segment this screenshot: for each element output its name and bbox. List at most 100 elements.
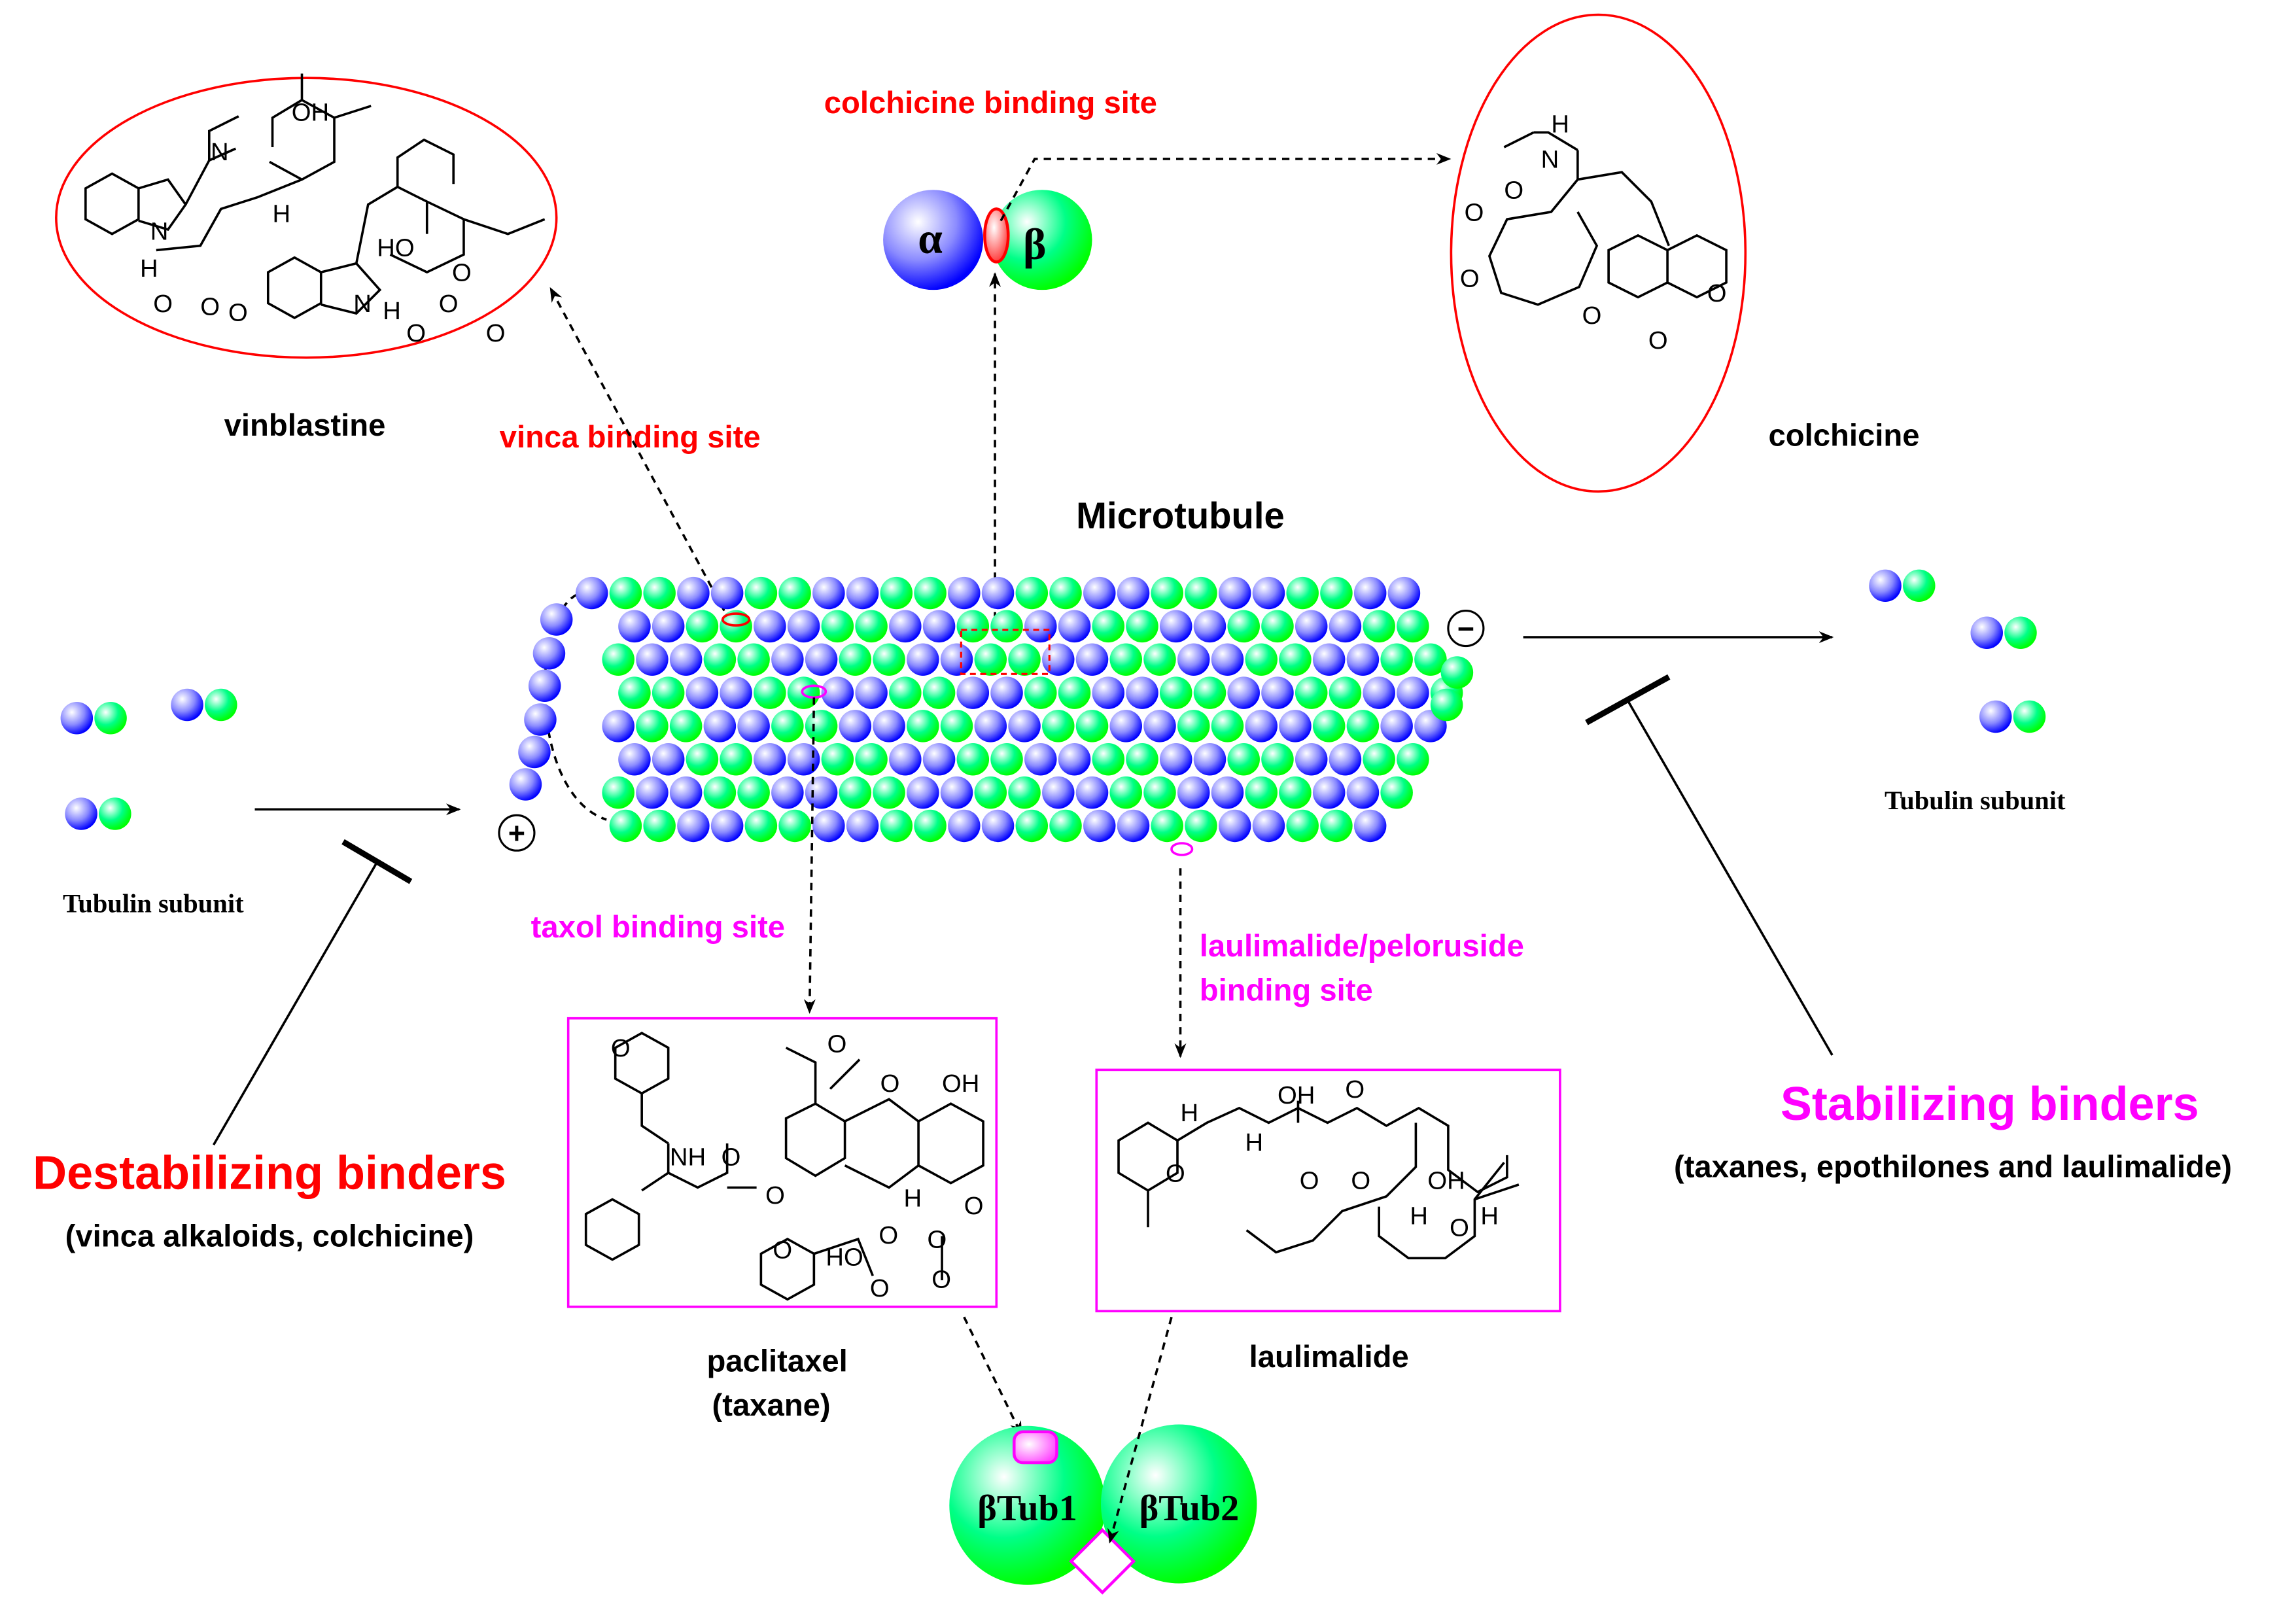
atom-label: O [773,1236,792,1264]
alpha-tubulin-bead [1346,776,1380,809]
alpha-tubulin-bead [990,676,1023,709]
atom-label: H [1245,1128,1263,1157]
laulimalide-pocket-marker [1069,1527,1136,1595]
atom-label: O [1166,1159,1185,1187]
alpha-tubulin-bead [1312,776,1346,809]
atom-label: O [928,1226,947,1254]
atom-label: O [153,290,173,318]
alpha-tubulin-bead [1397,676,1429,709]
alpha-tubulin-bead [1024,610,1057,643]
atom-label: O [439,290,459,318]
atom-label: O [200,292,220,321]
destabilizer-inhibition-icon [212,839,413,1146]
alpha-tubulin-bead [737,710,770,742]
alpha-tubulin-bead [873,710,905,742]
beta-tubulin-bead [805,710,838,742]
stabilizer-inhibition-icon [1585,674,1834,1056]
beta-tubulin-subunit [2013,700,2046,733]
beta-tubulin-bead [1430,688,1463,722]
atom-label: NH [670,1143,706,1172]
taxol-pocket-marker [1013,1430,1058,1465]
beta-tubulin-bead [778,809,811,843]
alpha-tubulin-bead [1329,743,1362,776]
alpha-tubulin-bead [618,743,651,776]
atom-label: H [1180,1099,1198,1127]
beta-tubulin-bead [1286,809,1319,843]
alpha-tubulin-bead [981,809,1015,843]
beta-tubulin-bead [889,676,922,709]
beta-tubulin-bead [609,809,642,843]
atom-label: O [827,1030,847,1058]
alpha-tubulin-subunit [65,797,97,830]
alpha-tubulin-bead [839,710,872,742]
alpha-tubulin-bead [981,576,1015,610]
alpha-tubulin-bead [720,676,752,709]
alpha-beta-tubulin-dimer: α β [883,190,1092,290]
beta-tubulin-bead [686,743,719,776]
alpha-tubulin-bead [754,743,786,776]
beta-tubulin-bead [1159,676,1192,709]
alpha-tubulin-bead [1126,676,1158,709]
alpha-tubulin-bead [1363,676,1395,709]
alpha-tubulin-bead [1211,643,1244,676]
atom-label: O [1707,279,1727,307]
alpha-tubulin-bead [1261,676,1294,709]
atom-label: H [1480,1202,1499,1230]
beta-tubulin-bead [1440,656,1474,689]
alpha-tubulin-bead [821,676,854,709]
alpha-tubulin-bead [1387,576,1421,610]
destabilizing-binders-subtitle: (vinca alkaloids, colchicine) [65,1219,474,1253]
beta-tubulin-bead [990,743,1023,776]
atom-label: O [1504,177,1523,205]
alpha-tubulin-bead [1058,743,1091,776]
beta-tubulin-bead [1049,576,1082,610]
beta-tubulin-bead [922,676,956,709]
microtubule-lattice [509,576,1474,843]
taxane-label: (taxane) [712,1388,831,1423]
alpha-tubulin-bead [575,576,608,610]
beta-tubulin-bead [609,576,642,610]
alpha-tubulin-bead [652,610,685,643]
alpha-tubulin-bead [1024,743,1057,776]
atom-label: O [228,298,248,326]
alpha-tubulin-bead [1143,710,1176,742]
beta-tubulin-sphere [992,190,1092,290]
alpha-tubulin-bead [1083,809,1116,843]
alpha-tubulin-bead [812,576,845,610]
alpha-tubulin-bead [1159,743,1192,776]
alpha-tubulin-bead [1380,710,1413,742]
atom-label: O [880,1070,900,1098]
btub2-sphere [1101,1424,1257,1584]
alpha-tubulin-bead [1329,610,1362,643]
laulimalide-box [1095,1068,1561,1313]
beta-tubulin-bead [744,809,778,843]
beta-tubulin-bead [940,710,973,742]
beta-tubulin-bead [1015,576,1049,610]
alpha-tubulin-bead [618,610,651,643]
beta-tubulin-bead [1329,676,1362,709]
alpha-tubulin-sphere [883,190,984,290]
atom-label: H [140,254,158,283]
atom-label: H [383,297,401,325]
alpha-tubulin-bead [1042,643,1075,676]
beta-tubulin-bead [1126,743,1158,776]
vinblastine-label: vinblastine [224,408,386,443]
beta-tubulin-subunit [205,688,237,722]
atom-label: H [273,200,291,228]
laulimalide-binding-site-label-line1: laulimalide/peloruside [1200,929,1524,964]
atom-label: O [1648,326,1668,355]
beta-tubulin-bead [1126,610,1158,643]
alpha-tubulin-bead [846,809,879,843]
alpha-tubulin-bead [524,703,557,736]
alpha-tubulin-bead [1245,710,1278,742]
btub1-label: βTub1 [977,1488,1077,1529]
taxol-binding-site-label: taxol binding site [531,910,785,945]
beta-tubulin-subunit [2004,616,2037,650]
atom-label: H [1410,1202,1428,1230]
beta-tubulin-bead [1380,643,1413,676]
alpha-tubulin-bead [974,710,1007,742]
beta-tubulin-bead [821,610,854,643]
beta-tubulin-bead [1346,710,1380,742]
tubulin-subunit-left-label: Tubulin subunit [63,889,244,918]
